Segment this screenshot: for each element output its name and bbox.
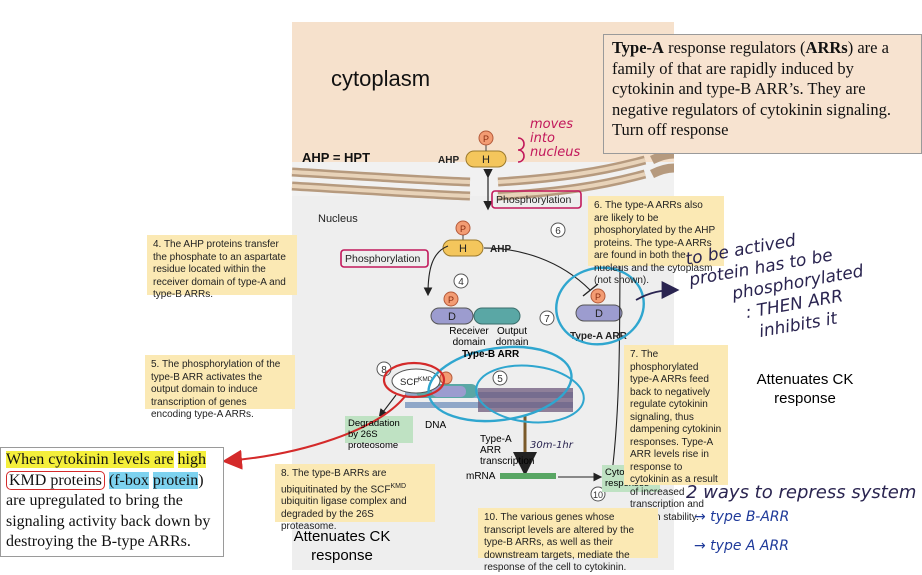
step-5: 5 — [497, 374, 503, 385]
handwritten-two-ways: 2 ways to repress system — [686, 482, 917, 503]
type-a-arr: P D Type-A ARR — [570, 288, 628, 342]
svg-text:P: P — [595, 292, 601, 302]
note-6: 6. The type-A ARRs also are likely to be… — [588, 196, 724, 286]
step-4: 4 — [458, 277, 464, 288]
phosphorylation-label-left: Phosphorylation — [345, 253, 420, 265]
svg-text:P: P — [460, 224, 466, 234]
ahp-label-nucleus: AHP — [490, 244, 511, 255]
degradation-label: Degradation by 26S proteosome — [348, 418, 400, 451]
step-7: 7 — [544, 314, 550, 325]
ahp-label-top: AHP — [438, 155, 459, 166]
type-b-arr: P D — [430, 291, 521, 325]
red-arrow — [222, 394, 407, 470]
inhibition-line — [483, 247, 591, 291]
step-10: 10 — [593, 490, 603, 500]
type-a-arr-label: Type-A ARR — [570, 331, 628, 342]
type-b-arr-label: Type-B ARR — [462, 349, 520, 360]
svg-text:D: D — [448, 311, 456, 323]
attenuates-ck-response-left: Attenuates CK response — [293, 528, 391, 564]
type-a-transcription-label: Type-A ARR transcription — [480, 434, 535, 467]
ahp-nucleus: P H AHP — [442, 220, 511, 257]
note-10: 10. The various genes whose transcript l… — [478, 508, 658, 573]
mrna-bar — [500, 473, 556, 479]
handwritten-type-b: → type B-ARR — [694, 509, 790, 525]
note-7: 7. The phosphorylated type-A ARRs feed b… — [624, 345, 728, 523]
handwritten-moves-into-nucleus: moves into nucleus — [530, 117, 581, 160]
output-domain-label: Output domain — [495, 326, 529, 348]
handwritten-type-a: → type A ARR — [694, 538, 789, 554]
svg-text:D: D — [595, 308, 603, 320]
step-8: 8 — [381, 365, 387, 376]
ahp-hpt-label: AHP = HPT — [302, 150, 371, 165]
scf-label: SCF — [400, 377, 419, 388]
cytoplasm-label: cytoplasm — [331, 66, 431, 91]
attenuates-ck-response-right: Attenuates CK response — [756, 371, 854, 407]
note-5: 5. The phosphorylation of the type-B ARR… — [145, 355, 295, 420]
phosphorylation-label-top: Phosphorylation — [496, 194, 571, 206]
arrow-to-typeB — [423, 245, 449, 297]
kmd-explanation-box: When cytokinin levels are high KMD prote… — [0, 447, 224, 557]
nucleus-label: Nucleus — [318, 213, 358, 225]
h-domain-label: H — [482, 154, 490, 166]
svg-text:H: H — [459, 243, 467, 255]
type-a-definition-box: Type-A response regulators (ARRs) are a … — [603, 34, 922, 154]
receiver-domain-label: Receiver domain — [449, 326, 489, 348]
dna-label: DNA — [425, 420, 447, 431]
mrna-label: mRNA — [466, 471, 496, 482]
svg-text:KMD: KMD — [418, 376, 433, 383]
ahp-cytoplasm: H AHP P — [438, 130, 507, 168]
step-6: 6 — [555, 226, 561, 237]
phosphate-label: P — [483, 134, 489, 144]
note-8: 8. The type-B ARRs are ubiquitinated by … — [275, 464, 435, 532]
note-4: 4. The AHP proteins transfer the phospha… — [147, 235, 297, 300]
svg-text:P: P — [448, 295, 454, 305]
handwritten-time: 30m-1hr — [530, 440, 573, 451]
nuclear-envelope — [291, 149, 675, 201]
